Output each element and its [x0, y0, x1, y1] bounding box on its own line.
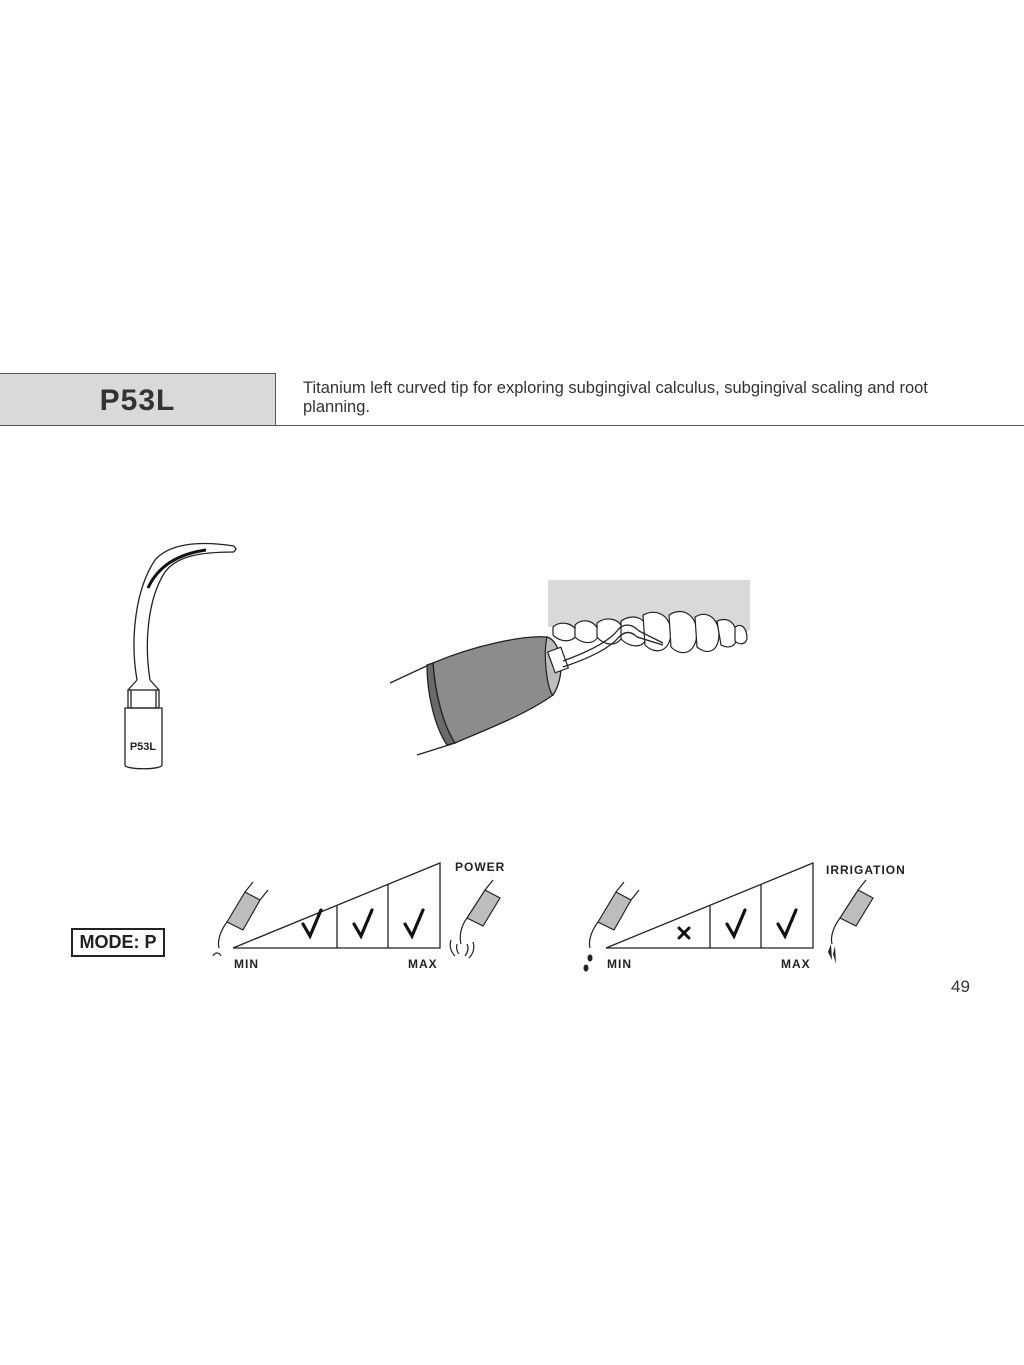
handpiece-teeth-illustration: [389, 580, 750, 756]
power-max-label: MAX: [408, 957, 438, 971]
spray-max-icon: [830, 879, 874, 945]
power-level-2-check: [352, 908, 374, 940]
tip-max-icon: [449, 879, 501, 959]
power-level-1-check: [301, 908, 323, 940]
power-min-label: MIN: [234, 957, 259, 971]
irrigation-level-2-check: [725, 908, 747, 940]
mode-box: MODE: P: [71, 928, 165, 957]
irrigation-gauge: [583, 862, 874, 972]
power-level-3-check: [403, 908, 425, 940]
tip-description: Titanium left curved tip for exploring s…: [303, 379, 928, 416]
irrigation-min-label: MIN: [607, 957, 632, 971]
model-box: P53L: [0, 373, 276, 426]
model-code: P53L: [99, 384, 176, 417]
tip-engraving: P53L: [130, 741, 157, 753]
header-band: P53L Titanium left curved tip for explor…: [0, 373, 1024, 426]
irrigation-level-3-check: [776, 908, 798, 940]
irrigation-max-label: MAX: [781, 957, 811, 971]
irrigation-title: IRRIGATION: [826, 863, 906, 877]
tip-illustration: P53L: [124, 542, 237, 770]
power-gauge: [212, 862, 501, 959]
header-rule: [275, 425, 1024, 426]
irrigation-level-1-cross: [677, 926, 691, 940]
power-title: POWER: [455, 860, 506, 874]
drip-min-icon: [588, 881, 640, 949]
tip-min-icon: [212, 881, 269, 957]
handpiece-body: [432, 636, 562, 744]
page-number: 49: [951, 977, 970, 996]
